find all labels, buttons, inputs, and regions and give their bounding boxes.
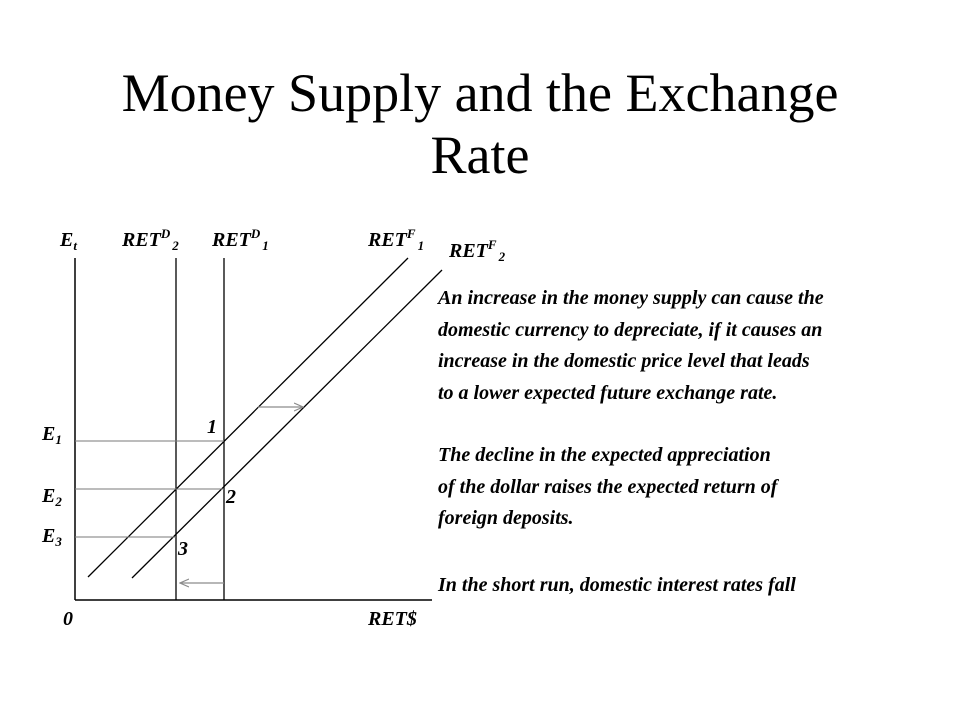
ret-f2-label: RETF2	[448, 237, 506, 264]
explanation-line: to a lower expected future exchange rate…	[438, 381, 778, 404]
x-axis-label: RET$	[367, 608, 417, 630]
origin-label: 0	[63, 608, 73, 630]
explanation-paragraph-3: In the short run, domestic interest rate…	[438, 570, 958, 602]
explanation-line: foreign deposits.	[438, 507, 574, 529]
e1-label: E1	[41, 423, 62, 447]
y-axis-label: Et	[59, 229, 77, 253]
explanation-paragraph-2: The decline in the expected appreciation…	[438, 440, 958, 535]
ret-f1-line	[87, 257, 409, 578]
explanation-line: An increase in the money supply can caus…	[438, 287, 824, 309]
explanation-line: increase in the domestic price level tha…	[438, 350, 810, 372]
explanation-line: In the short run, domestic interest rate…	[438, 574, 796, 596]
slide-title: Money Supply and the Exchange Rate	[0, 62, 960, 186]
explanation-line: domestic currency to depreciate, if it c…	[438, 318, 823, 341]
explanation-paragraph-1: An increase in the money supply can caus…	[438, 283, 958, 409]
ret-f1-label: RETF1	[367, 226, 424, 253]
explanation-line: The decline in the expected appreciation	[438, 444, 771, 466]
slide-title-line-2: Rate	[430, 125, 530, 185]
point-1-label: 1	[207, 416, 217, 438]
slide-title-line-1: Money Supply and the Exchange	[121, 63, 839, 123]
point-3-label: 3	[177, 538, 188, 560]
explanation-line: of the dollar raises the expected return…	[438, 475, 778, 498]
ret-d1-label: RETD1	[211, 226, 269, 253]
ret-d2-label: RETD2	[121, 226, 179, 253]
ret-f2-line	[131, 269, 443, 579]
point-2-label: 2	[225, 486, 236, 508]
e2-label: E2	[41, 485, 62, 509]
e3-label: E3	[41, 525, 62, 549]
